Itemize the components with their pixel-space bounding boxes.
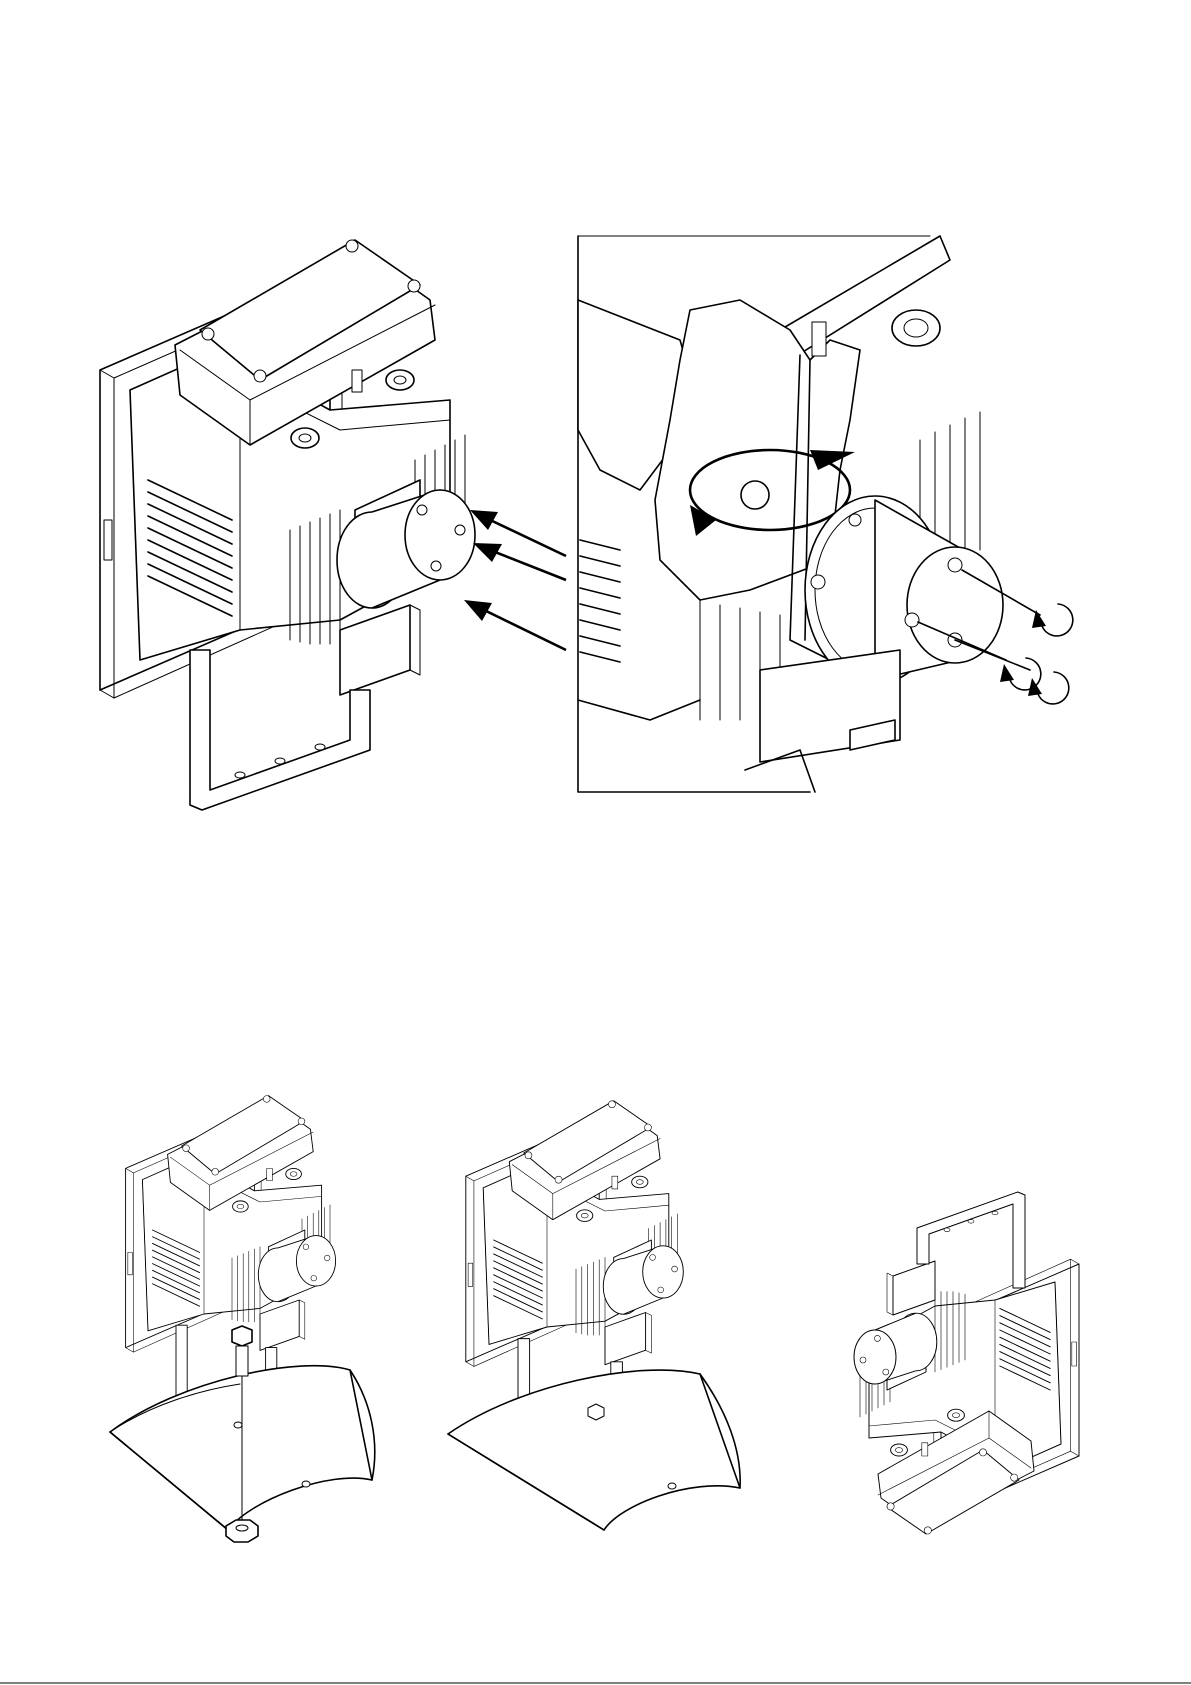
insert-arrow-icon [464,510,566,650]
vent-slots [580,540,620,662]
hex-nut-icon [226,1520,258,1542]
figure-mounting-on-pole [110,1096,375,1542]
rotate-arrow-icon [1000,604,1073,704]
figure-mounted-on-pole [448,1101,740,1530]
figure-lamp-housing-detail [578,236,1040,792]
figure-floodlight-rotated [854,1192,1079,1534]
figure-floodlight-assembled [100,240,475,810]
